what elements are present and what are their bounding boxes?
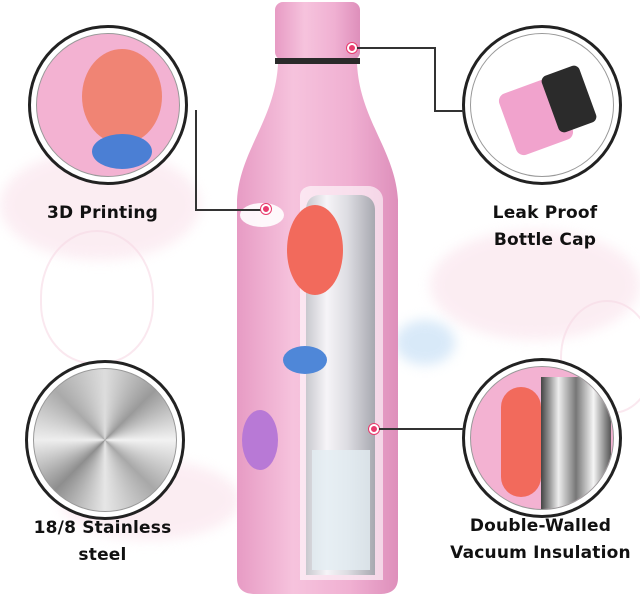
- label-line: Bottle Cap: [493, 230, 597, 250]
- connector-line: [195, 209, 265, 211]
- connector-line: [195, 110, 197, 210]
- connector-line: [434, 110, 464, 112]
- feature-3d-printing-circle: [28, 25, 188, 185]
- connector-line: [434, 47, 436, 112]
- label-line: Double-Walled: [469, 516, 612, 536]
- feature-stainless-circle: [25, 360, 185, 520]
- feature-label-double-walled: Double-Walled Vacuum Insulation: [448, 513, 633, 567]
- feature-label-3d-printing: 3D Printing: [46, 203, 159, 223]
- feature-double-walled-circle: [462, 358, 622, 518]
- label-line: Leak Proof: [492, 203, 598, 223]
- background-cloud: [395, 320, 455, 365]
- callout-dot: [347, 43, 357, 53]
- label-line: Vacuum Insulation: [450, 543, 631, 563]
- callout-dot: [369, 424, 379, 434]
- feature-leak-proof-circle: [462, 25, 622, 185]
- feature-label-leak-proof: Leak Proof Bottle Cap: [470, 200, 620, 254]
- feature-label-stainless: 18/8 Stainless steel: [33, 518, 172, 565]
- connector-line: [379, 428, 464, 430]
- connector-line: [357, 47, 435, 49]
- callout-dot: [261, 204, 271, 214]
